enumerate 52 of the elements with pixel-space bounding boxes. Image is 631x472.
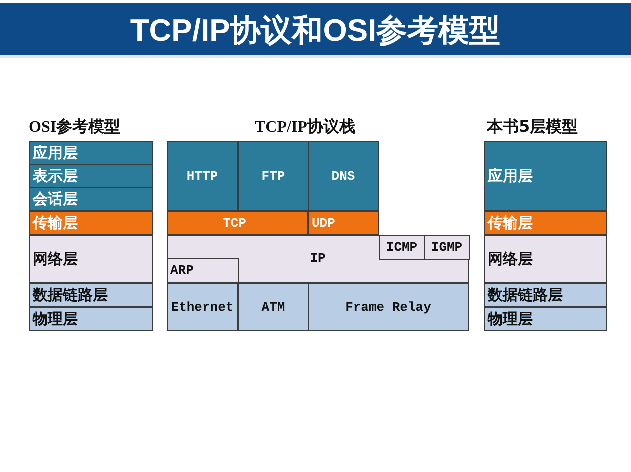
layer-name: HTTP (186, 168, 218, 184)
layer-name: 应用层 (488, 166, 533, 186)
layer-name: 网络层 (33, 250, 78, 268)
protocol-box (238, 283, 309, 331)
layer-box (484, 141, 607, 211)
layer-name: 传输层 (488, 214, 533, 232)
protocol-box (424, 234, 470, 260)
osi-layer-box (29, 141, 153, 165)
protocol-box (308, 283, 469, 331)
protocol-box (166, 258, 238, 283)
protocol-box (167, 283, 238, 331)
layer-name: 物理层 (488, 310, 533, 328)
layer-name: TCP (223, 216, 246, 230)
layer-name: Frame Relay (346, 300, 432, 314)
column-heading: 本书5层模型 (487, 117, 578, 138)
column-heading: OSI参考模型 (29, 117, 121, 138)
osi-layer-box (29, 164, 153, 188)
layer-box (484, 283, 607, 307)
layer-name: 应用层 (33, 144, 78, 162)
layer-name: DNS (332, 168, 356, 184)
layer-name: 传输层 (33, 214, 78, 232)
osi-layer-box (29, 211, 153, 235)
layer-name: 物理层 (33, 310, 78, 328)
layer-box (484, 211, 607, 235)
layer-name: 数据链路层 (33, 286, 108, 304)
layer-name: 网络层 (488, 250, 533, 268)
osi-layer-box (29, 283, 153, 307)
layer-box (484, 307, 607, 331)
column-heading: TCP/IP协议栈 (255, 117, 356, 138)
layer-name: 表示层 (33, 166, 78, 186)
protocol-box (167, 235, 469, 283)
protocol-box (379, 234, 425, 260)
protocol-box (308, 141, 379, 211)
protocol-box (238, 141, 309, 211)
layer-box (484, 235, 607, 283)
layer-name: ATM (262, 300, 286, 314)
osi-layer-box (29, 187, 153, 211)
layer-name: 数据链路层 (488, 286, 563, 304)
layer-name: Ethernet (171, 300, 234, 314)
layer-name: ICMP (386, 240, 418, 254)
osi-layer-box (29, 307, 153, 331)
title: TCP/IP协议和OSI参考模型 (129, 12, 502, 50)
layer-name: IGMP (431, 240, 463, 254)
protocol-box (308, 211, 379, 235)
layer-name: ARP (170, 263, 194, 278)
layer-name: FTP (262, 168, 286, 184)
protocol-box (167, 211, 308, 235)
osi-layer-box (29, 235, 153, 283)
protocol-box (167, 141, 238, 211)
layer-name: IP (310, 250, 326, 266)
layer-name: UDP (312, 216, 336, 230)
layer-name: 会话层 (33, 190, 78, 208)
